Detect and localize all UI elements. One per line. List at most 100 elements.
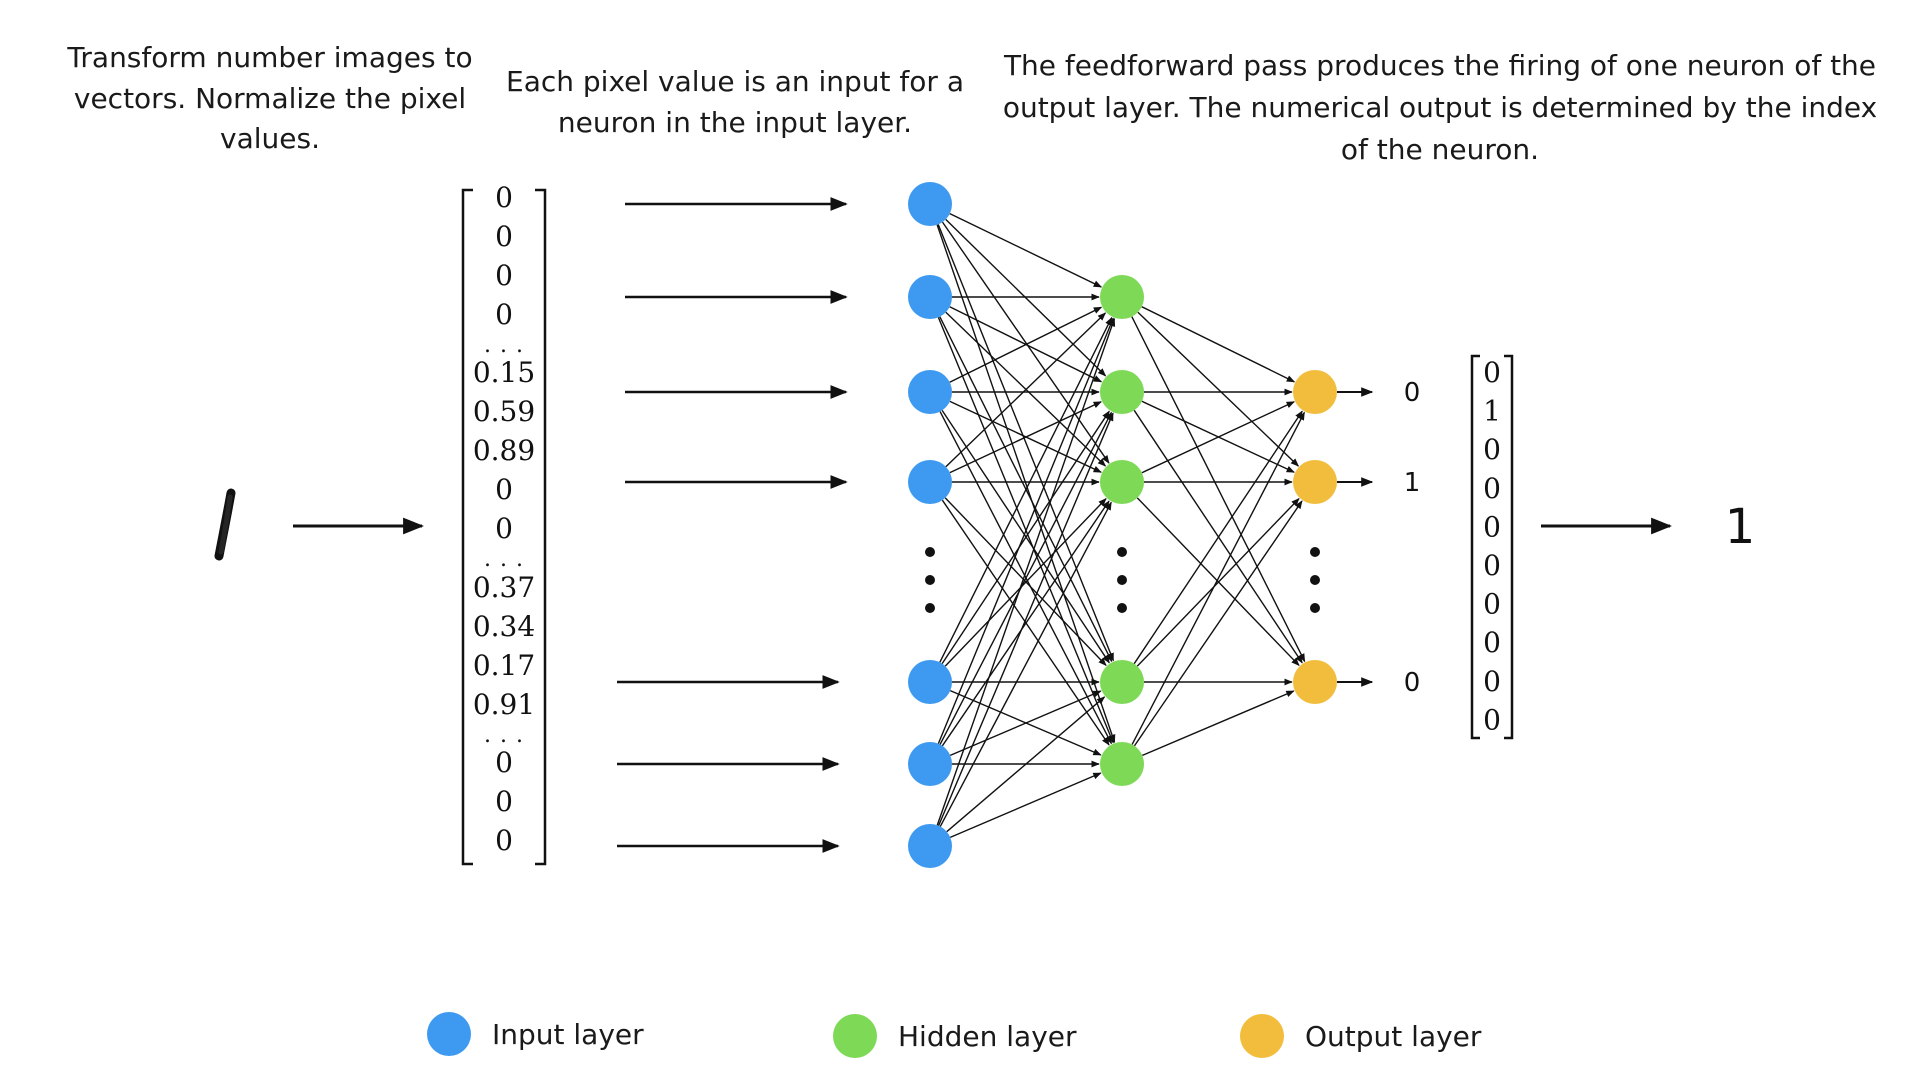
- connection-edge: [949, 306, 1103, 383]
- input-vector-entry: 0: [495, 473, 513, 506]
- connection-edge: [946, 696, 1106, 833]
- output-neuron-label: 1: [1404, 468, 1421, 498]
- input-neuron: [908, 460, 952, 504]
- connection-edge: [949, 772, 1102, 839]
- output-vector: 0 1 0 0 0 0 0 0 0 0: [1470, 354, 1514, 740]
- input-vector-entry: 0: [495, 785, 513, 818]
- output-vector-entry: 0: [1483, 433, 1501, 466]
- output-vector-entry: 0: [1483, 510, 1501, 543]
- input-vector-entry: 0.89: [473, 434, 535, 467]
- output-vector-entry: 0: [1483, 626, 1501, 659]
- input-vector-entry: 0.59: [473, 395, 535, 428]
- input-vector-entry: 0: [495, 220, 513, 253]
- output-vector-entry: 0: [1483, 549, 1501, 582]
- input-vector-entry: 0: [495, 746, 513, 779]
- ellipsis-dot: [925, 603, 935, 613]
- hidden-neuron: [1100, 275, 1144, 319]
- connection-edge: [1141, 690, 1295, 757]
- handwritten-digit-image: [214, 488, 236, 561]
- output-vector-entry: 0: [1483, 703, 1501, 736]
- input-vector-entry: 0.34: [473, 610, 535, 643]
- connection-edge: [936, 317, 1116, 826]
- input-vector-ellipsis: . . .: [484, 723, 524, 748]
- legend-input-swatch: [427, 1012, 471, 1056]
- output-neuron: [1293, 460, 1337, 504]
- input-vector-entry: 0.17: [473, 649, 535, 682]
- connection-edge: [1133, 410, 1303, 665]
- input-vector-left-bracket: [461, 188, 473, 866]
- pixel-to-neuron-arrows: [617, 197, 848, 853]
- ellipsis-dot: [1117, 547, 1127, 557]
- connection-edge: [1131, 411, 1306, 745]
- legend-output-label: Output layer: [1305, 1020, 1482, 1053]
- connection-edge: [941, 221, 1110, 464]
- ellipsis-dot: [1117, 603, 1127, 613]
- input-neuron: [908, 275, 952, 319]
- connection-edge: [1141, 306, 1296, 383]
- connection-edge: [949, 401, 1102, 474]
- connection-edge: [937, 224, 1115, 662]
- ellipsis-dot: [1310, 547, 1320, 557]
- connection-edge: [937, 412, 1114, 827]
- output-neuron-label: 0: [1404, 668, 1421, 698]
- connection-edge: [936, 224, 1116, 744]
- output-neuron: [1293, 370, 1337, 414]
- output-arrows: 0 1 0: [1337, 378, 1420, 698]
- connection-edge: [1141, 401, 1295, 474]
- connection-edge: [949, 690, 1102, 757]
- connection-edge: [1136, 497, 1300, 667]
- connection-edge: [1137, 311, 1300, 467]
- legend-input-layer: Input layer: [427, 1012, 644, 1056]
- connection-edge: [949, 212, 1103, 288]
- final-output-digit: 1: [1725, 499, 1756, 555]
- caption-transform-images: Transform number images to vectors. Norm…: [67, 41, 473, 156]
- output-vector-entry: 1: [1483, 395, 1501, 428]
- hidden-neuron: [1100, 742, 1144, 786]
- input-neuron: [908, 742, 952, 786]
- connection-edge: [939, 411, 1113, 745]
- input-neuron: [908, 824, 952, 868]
- layer-ellipsis-dots: [925, 547, 1320, 613]
- output-vector-entry: 0: [1483, 356, 1501, 389]
- input-neuron: [908, 660, 952, 704]
- legend-input-label: Input layer: [492, 1018, 644, 1051]
- input-vector-entry: 0: [495, 824, 513, 857]
- input-vector-entry: 0.91: [473, 688, 535, 721]
- caption-pixel-inputs: Each pixel value is an input for a neuro…: [506, 65, 964, 139]
- hidden-neuron: [1100, 660, 1144, 704]
- input-neuron: [908, 182, 952, 226]
- output-neuron-label: 0: [1404, 378, 1421, 408]
- output-vector-entry: 0: [1483, 588, 1501, 621]
- legend-hidden-layer: Hidden layer: [833, 1014, 1077, 1058]
- ellipsis-dot: [1310, 575, 1320, 585]
- input-vector-entry: 0: [495, 298, 513, 331]
- legend: Input layer Hidden layer Output layer: [427, 1012, 1482, 1058]
- legend-hidden-label: Hidden layer: [898, 1020, 1077, 1053]
- caption-feedforward-output: The feedforward pass produces the firing…: [1002, 49, 1878, 166]
- input-vector-entry: 0.37: [473, 571, 535, 604]
- connection-edge: [1133, 500, 1303, 747]
- legend-hidden-swatch: [833, 1014, 877, 1058]
- connection-edge: [944, 497, 1107, 667]
- output-vector-left-bracket: [1470, 354, 1480, 740]
- input-vector-right-bracket: [535, 188, 547, 866]
- hidden-neuron: [1100, 370, 1144, 414]
- hidden-neuron: [1100, 460, 1144, 504]
- input-vector-ellipsis: . . .: [484, 547, 524, 572]
- input-vector-entry: 0: [495, 181, 513, 214]
- output-vector-entry: 0: [1483, 472, 1501, 505]
- output-neuron: [1293, 660, 1337, 704]
- network-connections: [936, 212, 1306, 839]
- input-neuron: [908, 370, 952, 414]
- legend-output-swatch: [1240, 1014, 1284, 1058]
- connection-edge: [1131, 316, 1306, 663]
- input-vector-ellipsis: . . .: [484, 333, 524, 358]
- ellipsis-dot: [925, 547, 935, 557]
- network-nodes: [908, 182, 1337, 868]
- connection-edge: [945, 312, 1107, 468]
- connection-edge: [941, 500, 1110, 747]
- input-vector-entry: 0: [495, 259, 513, 292]
- output-vector-entry: 0: [1483, 665, 1501, 698]
